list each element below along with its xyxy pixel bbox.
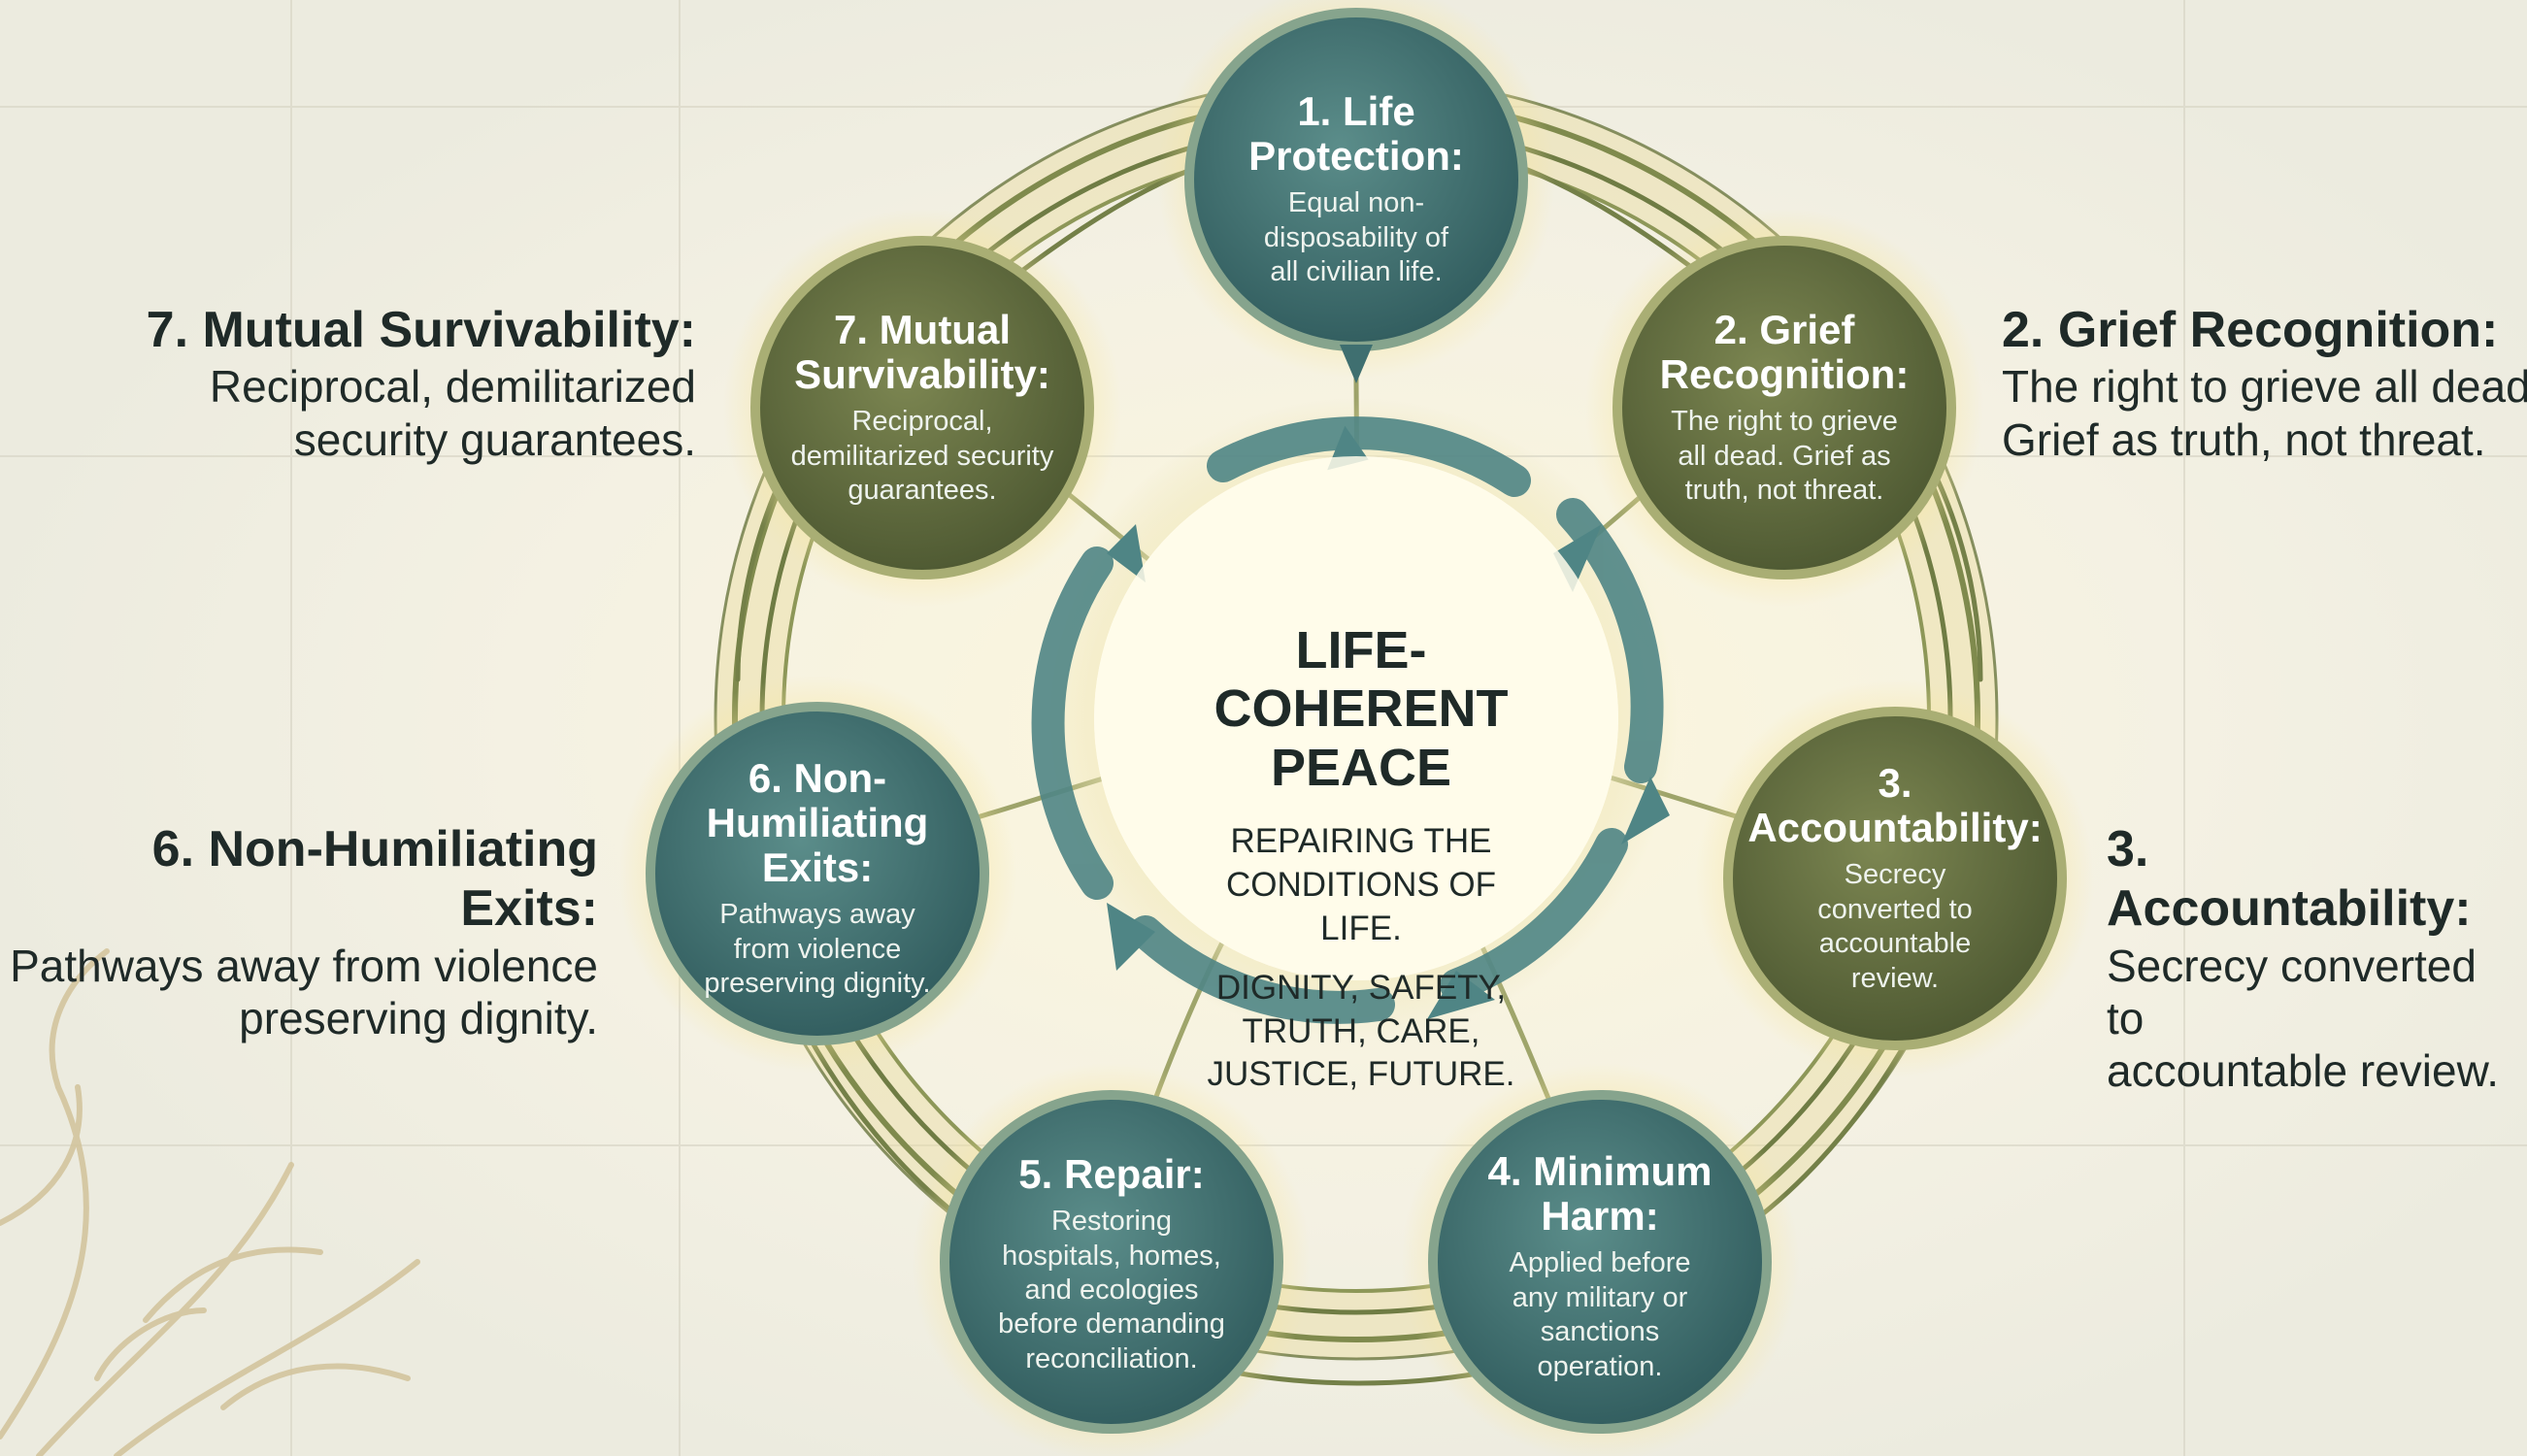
node-grief-recognition: 2. Grief Recognition: The right to griev… [1617,296,1951,519]
side-label-title: 6. Non-Humiliating Exits: [151,821,598,938]
node-description: Applied before any military or sanctions… [1509,1247,1691,1382]
side-label-title: 2. Grief Recognition: [2002,302,2499,358]
node-description: The right to grieve all dead. Grief as t… [1671,406,1898,506]
center-subtitle: REPAIRING THE CONDITIONS OF LIFE. [1225,822,1497,947]
node-title: 3. Accountability: [1747,760,2043,851]
side-label-line: The right to grieve all dead. [2002,361,2527,413]
node-description: Reciprocal, demilitarized security guara… [790,406,1054,506]
node-title: 2. Grief Recognition: [1659,306,1910,397]
node-title: 4. Minimum Harm: [1487,1148,1712,1240]
side-label-mutual-survivability: 7. Mutual Survivability: Reciprocal, dem… [17,301,696,466]
side-label-accountability: 3. Accountability: Secrecy converted to … [2107,820,2524,1098]
node-description: Restoring hospitals, homes, and ecologie… [998,1206,1225,1374]
node-circles [646,8,2067,1434]
side-label-line: Grief as truth, not threat. [2002,414,2486,465]
node-life-protection: 1. Life Protection: Equal non-disposabil… [1189,83,1523,296]
center-values: DIGNITY, SAFETY, TRUTH, CARE, JUSTICE, F… [1207,968,1515,1094]
node-1-pointer [1340,345,1373,383]
side-label-line: Pathways away from violence [10,940,598,991]
side-label-line: Reciprocal, demilitarized [209,361,696,413]
node-mutual-survivability: 7. Mutual Survivability: Reciprocal, dem… [755,296,1089,519]
side-label-title: 3. Accountability: [2107,821,2472,938]
side-label-line: Secrecy converted to [2107,940,2477,1043]
node-description: Equal non-disposability of all civilian … [1263,187,1449,287]
node-description: Secrecy converted to accountable review. [1817,859,1973,994]
side-label-title: 7. Mutual Survivability: [146,302,696,358]
center-title: LIFE-COHERENT PEACE [1214,621,1509,797]
side-label-line: security guarantees. [293,414,696,465]
node-non-humiliating-exits: 6. Non-Humiliating Exits: Pathways away … [650,755,984,999]
side-label-line: preserving dignity. [239,992,598,1043]
corner-vine-decoration [0,948,420,1456]
node-accountability: 3. Accountability: Secrecy converted to … [1728,760,2062,993]
node-description: Pathways away from violence preserving d… [704,899,931,999]
center-label: LIFE-COHERENT PEACE REPAIRING THE CONDIT… [1109,553,1613,1093]
side-label-line: accountable review. [2107,1045,2500,1097]
node-title: 7. Mutual Survivability: [794,306,1050,397]
node-repair: 5. Repair: Restoring hospitals, homes, a… [945,1141,1279,1388]
cycle-arrows [1031,416,1664,1024]
node-title: 6. Non-Humiliating Exits: [706,754,929,891]
side-label-non-humiliating-exits: 6. Non-Humiliating Exits: Pathways away … [6,820,598,1044]
node-title: 5. Repair: [1018,1150,1205,1197]
node-minimum-harm: 4. Minimum Harm: Applied before any mili… [1433,1145,1767,1388]
node-title: 1. Life Protection: [1248,87,1464,179]
side-label-grief-recognition: 2. Grief Recognition: The right to griev… [2002,301,2527,466]
